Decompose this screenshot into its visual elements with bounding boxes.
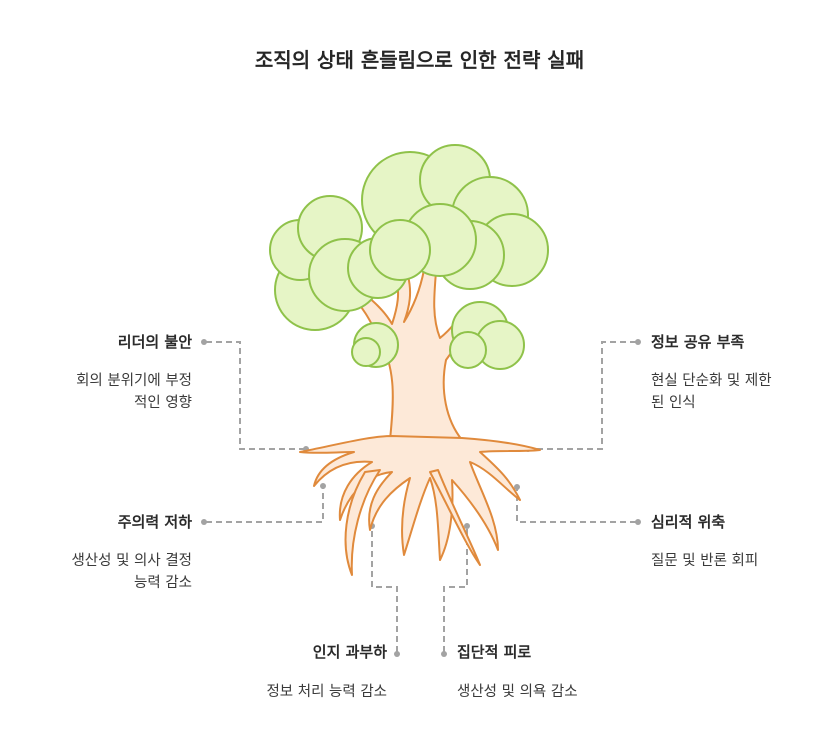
desc-line: 질문 및 반론 회피 bbox=[651, 553, 759, 569]
label-attention: 주의력 저하 bbox=[117, 513, 192, 531]
connector-psych bbox=[516, 487, 636, 523]
desc-line: 능력 감소 bbox=[134, 575, 192, 591]
desc-info-sharing: 현실 단순화 및 제한 된 인식 bbox=[651, 370, 772, 414]
tree-foliage bbox=[269, 144, 549, 370]
desc-line: 생산성 및 의욕 감소 bbox=[457, 684, 578, 700]
desc-leader-anxiety: 회의 분위기에 부정 적인 영향 bbox=[76, 370, 192, 414]
desc-psych: 질문 및 반론 회피 bbox=[651, 550, 758, 572]
desc-line: 적인 영향 bbox=[134, 395, 192, 411]
desc-line: 회의 분위기에 부정 bbox=[76, 373, 192, 389]
desc-line: 정보 처리 능력 감소 bbox=[266, 684, 387, 700]
page-title: 조직의 상태 흔들림으로 인한 전략 실패 bbox=[254, 48, 585, 72]
desc-fatigue: 생산성 및 의욕 감소 bbox=[457, 681, 578, 703]
desc-attention: 생산성 및 의사 결정 능력 감소 bbox=[71, 550, 192, 594]
label-info-sharing: 정보 공유 부족 bbox=[651, 333, 745, 351]
desc-line: 현실 단순화 및 제한 bbox=[651, 373, 772, 389]
desc-line: 생산성 및 의사 결정 bbox=[71, 553, 192, 569]
connector-cognitive bbox=[371, 526, 398, 652]
connector-leader-anxiety bbox=[206, 341, 306, 450]
connector-attention bbox=[206, 486, 324, 523]
tree-trunk bbox=[299, 269, 541, 576]
label-cognitive: 인지 과부하 bbox=[312, 643, 387, 661]
connector-info-sharing bbox=[528, 341, 636, 450]
label-psych: 심리적 위축 bbox=[651, 513, 726, 531]
connector-fatigue bbox=[443, 526, 468, 652]
label-fatigue: 집단적 피로 bbox=[457, 643, 532, 661]
label-leader-anxiety: 리더의 불안 bbox=[117, 333, 192, 351]
desc-cognitive: 정보 처리 능력 감소 bbox=[266, 681, 387, 703]
desc-line: 된 인식 bbox=[651, 395, 696, 411]
